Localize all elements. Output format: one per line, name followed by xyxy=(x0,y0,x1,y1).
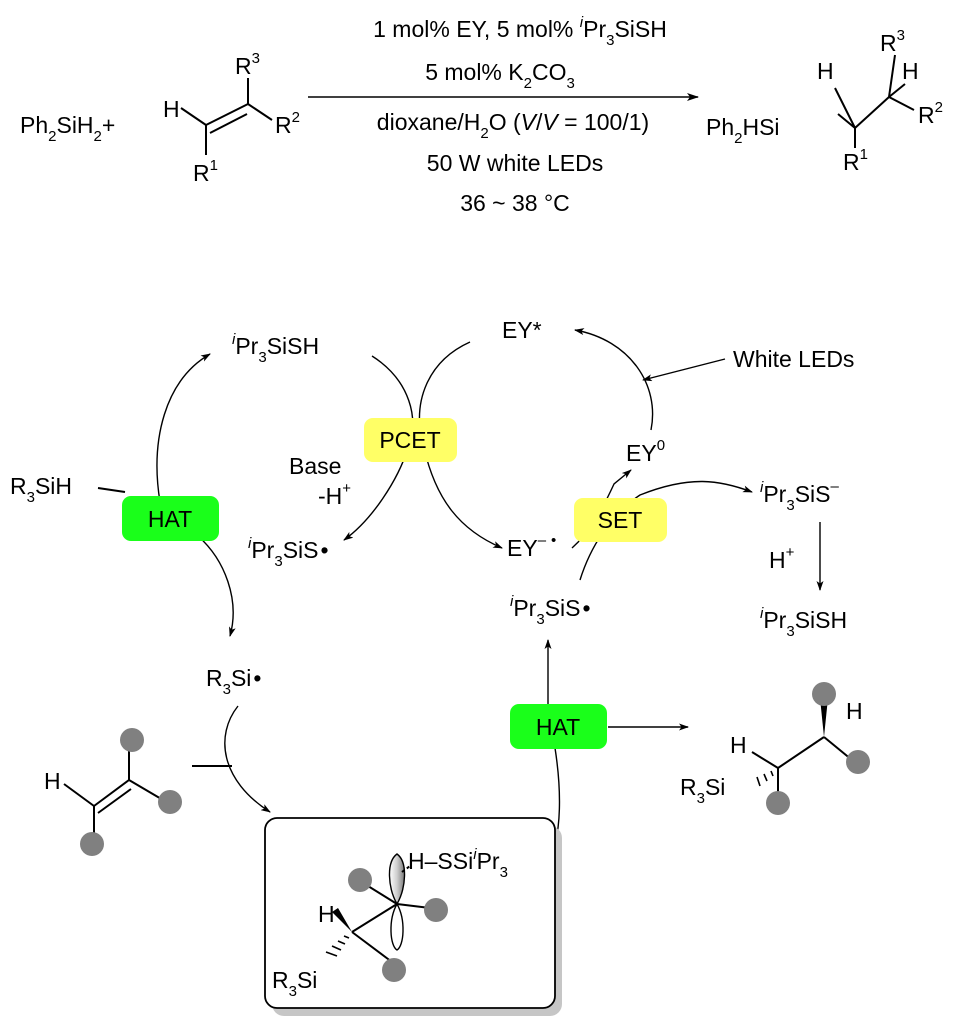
ts-h-bond-dash xyxy=(401,865,411,873)
alkene-h-label: H xyxy=(163,96,180,122)
ts-silyl-label: R3Si xyxy=(272,967,317,1000)
set-box xyxy=(574,498,667,542)
set-label: SET xyxy=(598,507,643,533)
product-h1-label: H xyxy=(817,58,834,84)
condition-light: 50 W white LEDs xyxy=(427,150,603,176)
proton-label: H+ xyxy=(769,544,795,573)
product-silyl-label: Ph2HSi xyxy=(706,114,780,147)
hat-box-left xyxy=(122,496,219,541)
p-orbital-lobe xyxy=(388,853,406,906)
ts-bonds xyxy=(351,885,431,963)
condition-solvent: dioxane/H2O (V/V = 100/1) xyxy=(377,109,649,142)
substituent-ball xyxy=(120,728,144,752)
alkene-reactant: H R3 R2 R1 xyxy=(163,50,300,186)
hydrosilylation-product: Ph2HSi H H R3 R2 R1 xyxy=(706,27,943,175)
condition-catalyst: 1 mol% EY, 5 mol% iPr3SiSH xyxy=(373,14,667,49)
substituent-ball xyxy=(382,958,406,982)
set-arc-thiyl xyxy=(579,480,753,581)
thiyl-radical-left-label: iPr3SiS• xyxy=(248,535,329,570)
product-h2-label: H xyxy=(902,58,919,84)
substituent-ball xyxy=(812,682,836,706)
hat-box-bottom xyxy=(510,704,607,749)
catalytic-cycle: PCET SET HAT HAT EY* White LEDs EY0 EY–•… xyxy=(10,317,870,1016)
substituent-ball xyxy=(158,790,182,814)
minus-h-label: -H+ xyxy=(318,480,351,509)
substituent-ball xyxy=(424,898,448,922)
thiolate-label: iPr3SiS– xyxy=(760,478,839,514)
addition-arc xyxy=(224,705,271,813)
overall-reaction: Ph2SiH2+ H R3 R2 R1 1 mol% EY, 5 mol% iP… xyxy=(20,14,943,216)
alkene-r2-label: R2 xyxy=(275,109,300,138)
pcet-label: PCET xyxy=(379,427,440,453)
reaction-conditions: 1 mol% EY, 5 mol% iPr3SiSH 5 mol% K2CO3 … xyxy=(373,14,667,216)
alkene-substrate-bonds xyxy=(63,745,164,836)
ey-excited-label: EY* xyxy=(502,317,542,343)
silylated-product-wedge xyxy=(820,698,828,737)
substituent-ball xyxy=(846,750,870,774)
silyl-radical-label: R3Si• xyxy=(206,665,261,698)
transition-state: H H–SSiiPr3 R3Si xyxy=(264,817,562,1016)
ey0-label: EY0 xyxy=(626,437,665,466)
hat-arc-thiol xyxy=(156,353,211,503)
ts-wedge-bond xyxy=(332,908,352,932)
substituent-ball xyxy=(766,791,790,815)
diphenylsilane-label: Ph2SiH2+ xyxy=(20,112,115,145)
thiyl-radical-mid-label: iPr3SiS• xyxy=(510,593,591,628)
trialkylsilane-label: R3SiH xyxy=(10,473,72,506)
silylated-product-bonds xyxy=(751,736,853,798)
silylated-product-hashed-bond xyxy=(756,770,774,787)
thiol-right-label: iPr3SiSH xyxy=(760,605,847,640)
ts-box xyxy=(264,817,556,1009)
r3sih-bond xyxy=(97,487,126,493)
alkene-r1-label: R1 xyxy=(193,157,218,186)
excitation-arrow xyxy=(574,328,654,431)
ey-radical-anion-label: EY–• xyxy=(507,532,556,561)
ts-hs-label: H–SSiiPr3 xyxy=(408,846,508,881)
hat-arc-silyl xyxy=(197,535,236,637)
substituent-ball xyxy=(348,868,372,892)
product-r1-label: R1 xyxy=(843,146,868,175)
silylated-product: H H R3Si xyxy=(680,682,870,815)
silylated-product-h2-label: H xyxy=(846,698,863,724)
p-orbital-lobe xyxy=(390,902,404,951)
silylated-product-h1-label: H xyxy=(730,732,747,758)
product-r3-label: R3 xyxy=(880,27,905,56)
thiol-top-label: iPr3SiSH xyxy=(232,331,319,366)
substituent-ball xyxy=(80,832,104,856)
alkene-substrate: H xyxy=(44,728,182,856)
pcet-box xyxy=(364,418,457,462)
hat-label-left: HAT xyxy=(148,506,192,532)
product-bonds xyxy=(834,54,915,148)
alkene-r3-label: R3 xyxy=(235,50,260,79)
alkene-bonds xyxy=(180,78,273,155)
ts-h-label: H xyxy=(318,901,335,927)
silylated-product-silyl-label: R3Si xyxy=(680,774,725,807)
condition-base: 5 mol% K2CO3 xyxy=(425,59,575,92)
white-leds-label: White LEDs xyxy=(733,346,854,372)
hat-label-bottom: HAT xyxy=(536,714,580,740)
alkene-substrate-h-label: H xyxy=(44,768,61,794)
condition-temperature: 36 ~ 38 °C xyxy=(460,190,570,216)
base-label: Base xyxy=(289,453,341,479)
ts-hashed-bond xyxy=(325,935,350,957)
white-leds-arrow xyxy=(642,358,726,382)
product-r2-label: R2 xyxy=(918,99,943,128)
